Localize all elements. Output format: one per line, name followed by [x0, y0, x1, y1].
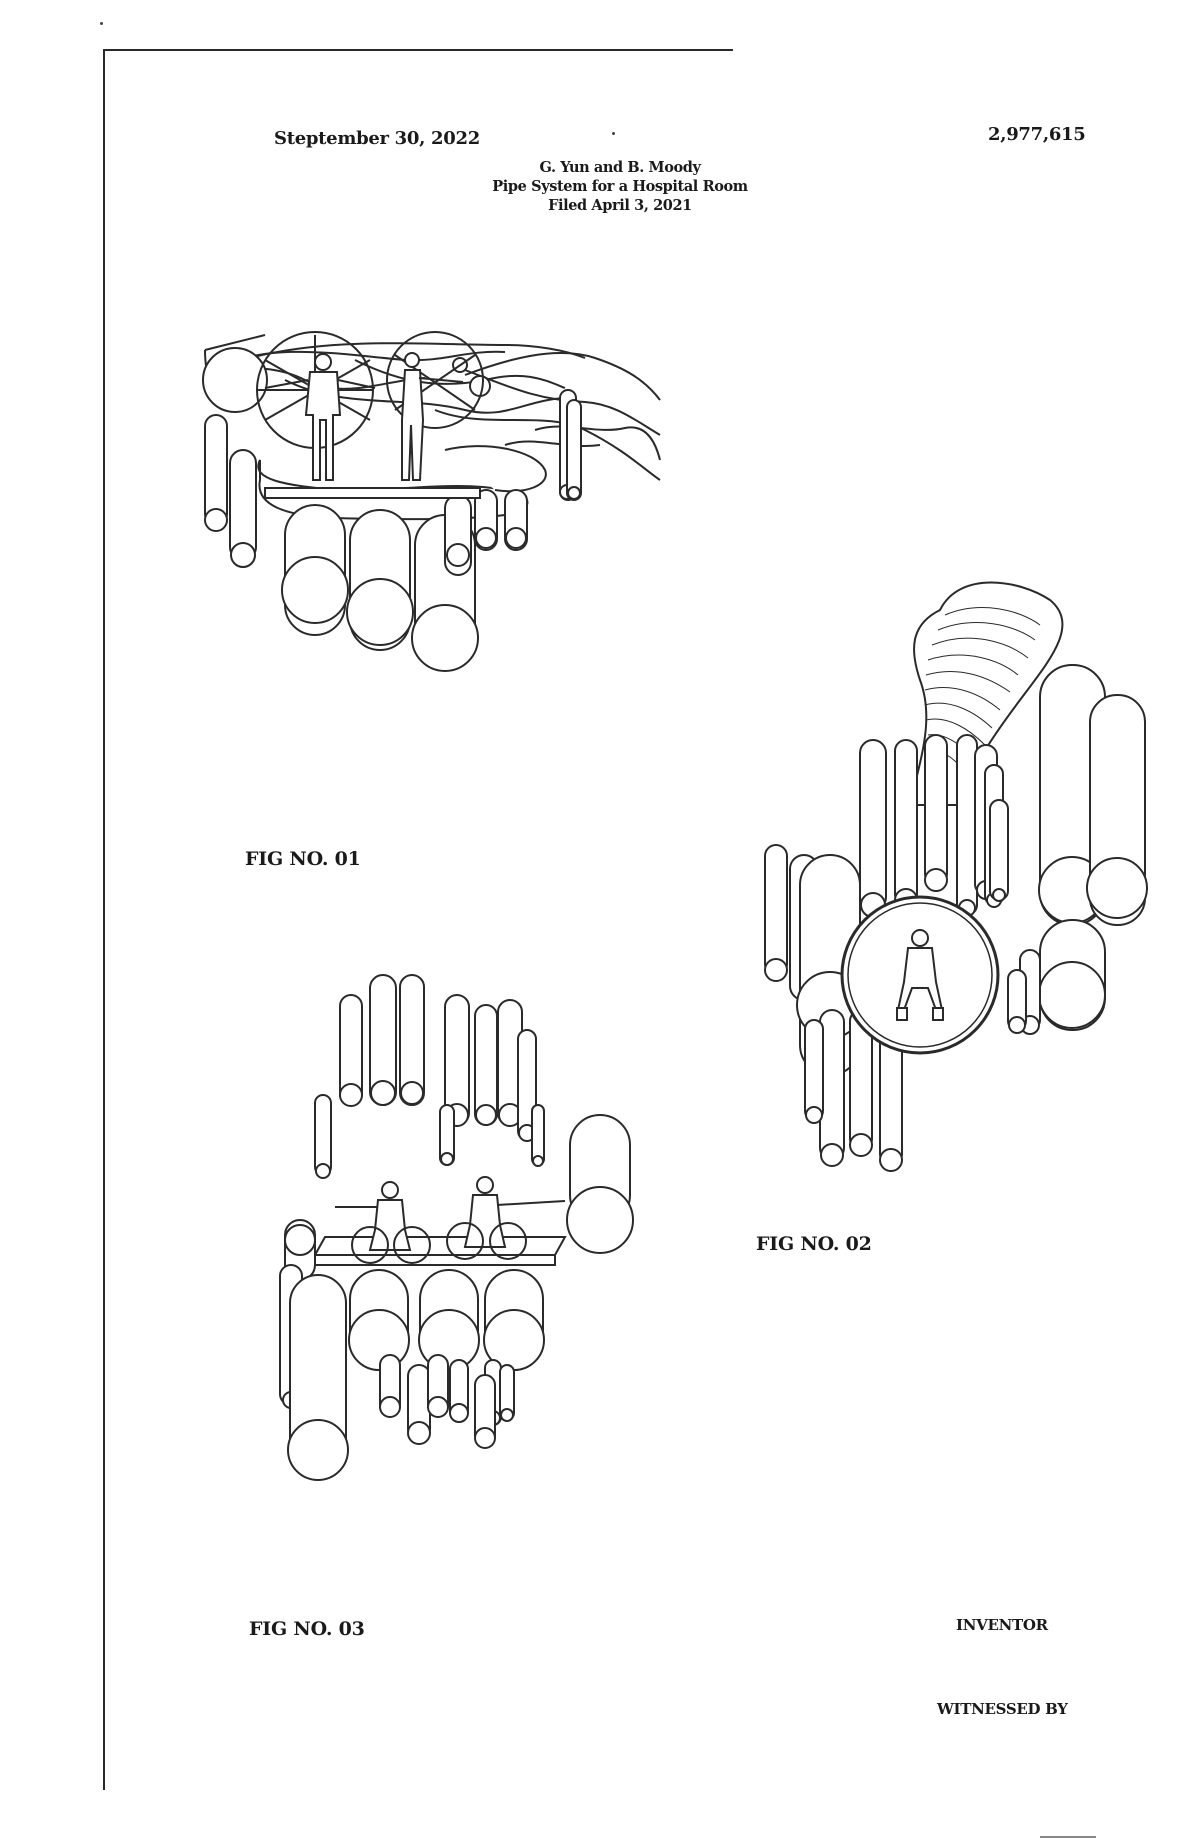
figure-02-drawing: [760, 570, 1140, 1170]
patent-number: 2,977,615: [988, 124, 1086, 145]
standing-figures: [265, 353, 463, 480]
figure-01-drawing: [205, 340, 685, 800]
page-border-top: [103, 49, 733, 51]
patent-date: Steptember 30, 2022: [274, 128, 480, 149]
inventor-label: INVENTOR: [956, 1616, 1048, 1634]
inventor-names: G. Yun and B. Moody: [539, 159, 701, 176]
scan-speck: [612, 132, 615, 135]
page-border-left: [103, 50, 105, 1790]
scan-speck: [100, 22, 103, 25]
cylinder-pipes: [765, 665, 1147, 1171]
cylinder-pipes: [203, 348, 581, 671]
wheelchair-figures: [335, 1177, 565, 1263]
upper-cylinder-pipes: [315, 975, 633, 1253]
patent-title: Pipe System for a Hospital Room: [492, 178, 748, 195]
witnessed-by-label: WITNESSED BY: [937, 1700, 1068, 1718]
scan-mark: [1040, 1836, 1096, 1838]
filing-date: Filed April 3, 2021: [548, 197, 692, 214]
figure-01-label: FIG NO. 01: [245, 848, 361, 870]
figure-02-label: FIG NO. 02: [756, 1233, 872, 1255]
platform-slab: [265, 488, 480, 498]
figure-03-drawing: [280, 975, 680, 1545]
patent-header: G. Yun and B. Moody Pipe System for a Ho…: [420, 158, 820, 215]
ribbon-pipes: [205, 335, 660, 480]
figure-03-label: FIG NO. 03: [249, 1618, 365, 1640]
lower-cylinder-pipes: [280, 1265, 544, 1480]
seated-figure: [897, 930, 943, 1020]
